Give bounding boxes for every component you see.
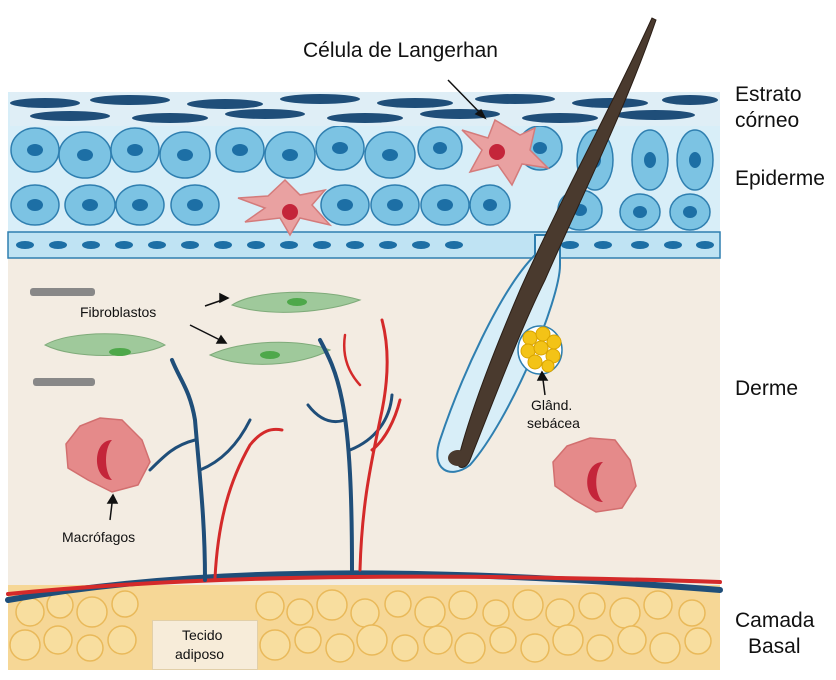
tecido-adiposo-label-line1: Tecido: [182, 626, 222, 644]
tecido-adiposo-label-line2: adiposo: [175, 645, 224, 663]
derme-label: Derme: [735, 376, 798, 402]
camada-basal-label-line2: Basal: [748, 634, 801, 660]
estrato-corneo-label-line2: córneo: [735, 108, 799, 134]
camada-basal-label-line1: Camada: [735, 608, 814, 634]
macrofagos-label: Macrófagos: [62, 528, 135, 546]
langerhans-label: Célula de Langerhan: [303, 38, 498, 64]
adipose-layer: [8, 585, 720, 670]
estrato-corneo-label-line1: Estrato: [735, 82, 802, 108]
glandula-sebacea-label-line2: sebácea: [527, 414, 580, 432]
glandula-sebacea-label-line1: Glând.: [531, 396, 572, 414]
sebaceous-gland: [518, 326, 562, 374]
epiderme-label: Epiderme: [735, 166, 825, 192]
basal-cell-row: [8, 232, 720, 258]
fibroblastos-label: Fibroblastos: [80, 303, 156, 321]
